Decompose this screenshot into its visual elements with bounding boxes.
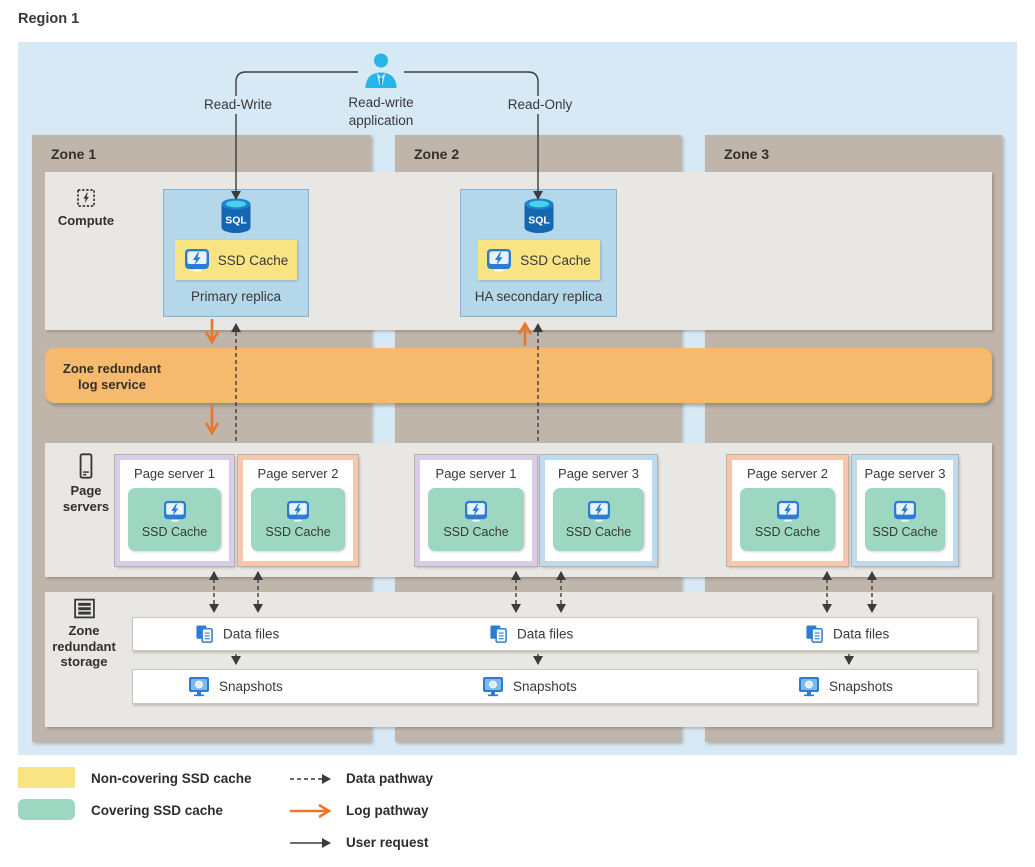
legend-arrow-user <box>290 838 331 848</box>
sql-database-icon: SQL <box>524 198 553 233</box>
page-server-icon <box>79 453 93 479</box>
ha-secondary-replica-card: SQL SSD Cache HA secondary replica <box>460 189 617 317</box>
data-files-icon <box>490 625 507 643</box>
data-files-label: Data files <box>223 626 280 642</box>
application-user-icon <box>365 53 397 88</box>
snapshots-item: Snapshots <box>798 676 893 698</box>
page-servers-label: Page servers <box>62 483 110 514</box>
region-title: Region 1 <box>18 11 80 27</box>
data-files-item: Data files <box>195 625 279 644</box>
non-covering-ssd-cache-box: SSD Cache <box>175 240 297 280</box>
ssd-cache-label: SSD Cache <box>565 525 632 539</box>
data-files-label: Data files <box>833 626 890 642</box>
legend-label: Non-covering SSD cache <box>91 771 252 786</box>
storage-icon <box>73 598 95 619</box>
page-server-card: Page server 1 SSD Cache <box>414 454 538 567</box>
covering-ssd-cache-box: SSD Cache <box>428 488 524 551</box>
replica-name: HA secondary replica <box>474 289 603 304</box>
read-only-label: Read-Only <box>506 96 574 114</box>
compute-label: Compute <box>57 213 115 228</box>
legend-arrow-log <box>290 803 332 819</box>
sql-icon-text: SQL <box>225 215 247 227</box>
ssd-cache-label: SSD Cache <box>754 525 821 539</box>
legend-arrow-data <box>290 774 331 784</box>
ssd-cache-label: SSD Cache <box>217 252 289 268</box>
data-files-item: Data files <box>489 625 573 644</box>
legend-swatch-covering <box>18 799 75 820</box>
sql-database-icon: SQL <box>221 198 251 233</box>
page-server-title: Page server 2 <box>747 466 828 481</box>
storage-label: Zone redundant storage <box>52 623 116 670</box>
legend-label: User request <box>346 835 429 850</box>
page-server-card: Page server 2 SSD Cache <box>726 454 849 567</box>
covering-ssd-cache-box: SSD Cache <box>128 488 221 551</box>
page-server-card: Page server 1 SSD Cache <box>114 454 235 567</box>
snapshots-strip: Snapshots Snapshots Snapshots <box>132 669 978 704</box>
covering-ssd-cache-box: SSD Cache <box>865 488 945 551</box>
legend-swatch-non-covering <box>18 767 75 788</box>
log-service-label: Zone redundant log service <box>62 361 162 393</box>
application-label: Read-write application <box>348 95 414 128</box>
covering-ssd-cache-box: SSD Cache <box>251 488 345 551</box>
ssd-cache-icon <box>163 500 186 522</box>
legend-label: Log pathway <box>346 803 429 818</box>
legend-label: Data pathway <box>346 771 434 786</box>
zone-label: Zone 2 <box>414 146 460 162</box>
compute-chip-icon <box>77 189 95 207</box>
ssd-cache-icon <box>587 500 610 522</box>
legend-label: Covering SSD cache <box>91 803 224 818</box>
page-server-title: Page server 3 <box>864 466 946 481</box>
read-write-label: Read-Write <box>198 96 278 114</box>
data-files-icon <box>196 625 213 643</box>
snapshots-icon <box>189 676 209 696</box>
storage-band <box>45 592 992 727</box>
non-covering-ssd-cache-box: SSD Cache <box>477 240 600 280</box>
ssd-cache-label: SSD Cache <box>872 525 938 539</box>
sql-icon-text: SQL <box>528 215 550 227</box>
snapshots-item: Snapshots <box>482 676 577 698</box>
covering-ssd-cache-box: SSD Cache <box>553 488 644 551</box>
compute-side-group: Compute <box>56 187 116 229</box>
page-server-title: Page server 1 <box>435 466 517 481</box>
ssd-cache-icon <box>487 249 512 272</box>
page-server-title: Page server 3 <box>558 466 639 481</box>
log-service-band <box>45 348 992 403</box>
data-files-strip: Data files Data files Data files <box>132 617 978 651</box>
storage-side-group: Zone redundant storage <box>48 598 120 670</box>
replica-name: Primary replica <box>190 289 282 304</box>
data-files-label: Data files <box>517 626 574 642</box>
ssd-cache-icon <box>776 500 799 522</box>
snapshots-item: Snapshots <box>188 676 283 698</box>
ssd-cache-label: SSD Cache <box>520 252 591 268</box>
primary-replica-card: SQL SSD Cache Primary replica <box>163 189 309 317</box>
zone-label: Zone 3 <box>724 146 770 162</box>
snapshots-label: Snapshots <box>829 679 893 694</box>
zone-label: Zone 1 <box>51 146 97 162</box>
page-servers-side-group: Page servers <box>56 453 116 514</box>
page-server-title: Page server 1 <box>134 466 215 481</box>
snapshots-label: Snapshots <box>513 679 577 694</box>
ssd-cache-label: SSD Cache <box>265 525 331 539</box>
page-server-card: Page server 3 SSD Cache <box>539 454 658 567</box>
data-files-icon <box>806 625 823 643</box>
ssd-cache-label: SSD Cache <box>141 525 208 539</box>
ssd-cache-icon <box>894 500 916 522</box>
ssd-cache-icon <box>184 249 209 272</box>
ssd-cache-icon <box>287 500 309 522</box>
ssd-cache-icon <box>465 500 487 522</box>
page-server-card: Page server 3 SSD Cache <box>851 454 959 567</box>
snapshots-icon <box>799 676 819 696</box>
page-server-card: Page server 2 SSD Cache <box>237 454 359 567</box>
data-files-item: Data files <box>805 625 889 644</box>
page-server-title: Page server 2 <box>257 466 339 481</box>
snapshots-label: Snapshots <box>219 679 283 694</box>
covering-ssd-cache-box: SSD Cache <box>740 488 835 551</box>
snapshots-icon <box>483 676 503 696</box>
ssd-cache-label: SSD Cache <box>443 525 509 539</box>
